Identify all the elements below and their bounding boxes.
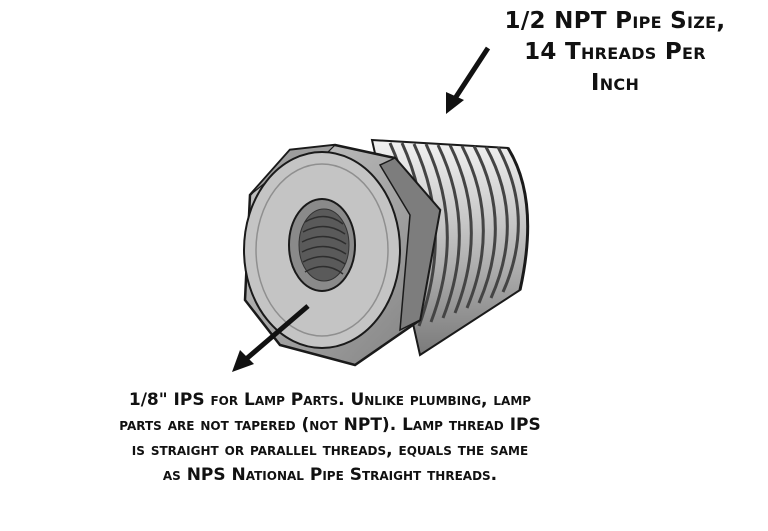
npt-size-callout: 1/2 NPT Pipe Size, 14 Threads Per Inch bbox=[470, 6, 760, 99]
ips-lamp-callout: 1/8" IPS for Lamp Parts. Unlike plumbing… bbox=[30, 388, 630, 488]
ips-callout-line-1: 1/8" IPS for Lamp Parts. Unlike plumbing… bbox=[128, 390, 532, 410]
npt-callout-line-2: 14 Threads Per bbox=[524, 39, 706, 65]
arrow-to-male-thread bbox=[446, 46, 491, 114]
ips-callout-line-3: is straight or parallel threads, equals … bbox=[131, 440, 529, 460]
arrow-to-female-thread bbox=[232, 304, 310, 372]
npt-callout-line-3: Inch bbox=[590, 70, 640, 96]
female-thread-hole bbox=[288, 198, 356, 292]
ips-callout-line-4: as NPS National Pipe Straight threads. bbox=[162, 465, 498, 485]
npt-callout-line-1: 1/2 NPT Pipe Size, bbox=[504, 8, 726, 34]
ips-callout-line-2: parts are not tapered (not NPT). Lamp th… bbox=[119, 415, 541, 435]
